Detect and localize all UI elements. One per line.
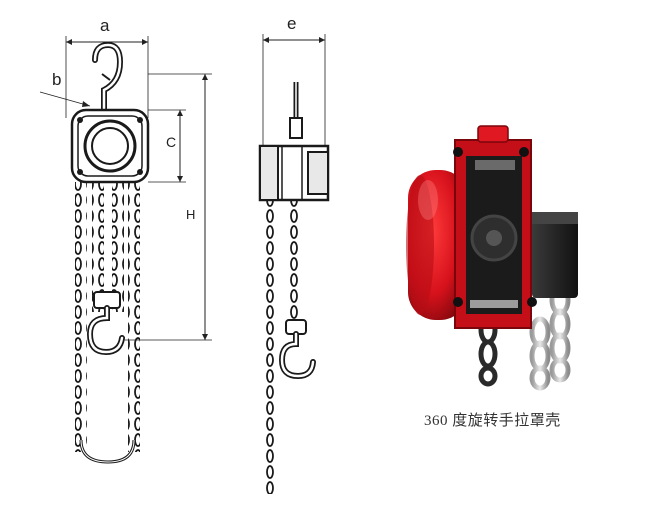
- load-chain-left: [92, 182, 104, 312]
- dim-b-label: b: [52, 70, 62, 89]
- housing-photo: [406, 125, 578, 391]
- dim-h-label: H: [186, 207, 196, 222]
- side-load-chain: [290, 200, 302, 320]
- side-bottom-hook: [278, 331, 316, 380]
- side-view-drawing: [258, 34, 330, 494]
- photo-steel-chain: [529, 284, 571, 391]
- front-view-drawing: [39, 36, 212, 464]
- chain-guide: [532, 212, 578, 298]
- dim-c-label: C: [166, 134, 177, 150]
- dim-e-label: e: [287, 14, 297, 33]
- hand-chain-left: [75, 182, 87, 452]
- hand-chain-right: [128, 182, 140, 452]
- dim-a-label: a: [100, 16, 110, 35]
- dim-b-line: [39, 91, 91, 107]
- load-chain-right: [112, 182, 124, 312]
- photo-caption: 360 度旋转手拉罩壳: [424, 413, 561, 429]
- side-hand-chain: [263, 200, 275, 494]
